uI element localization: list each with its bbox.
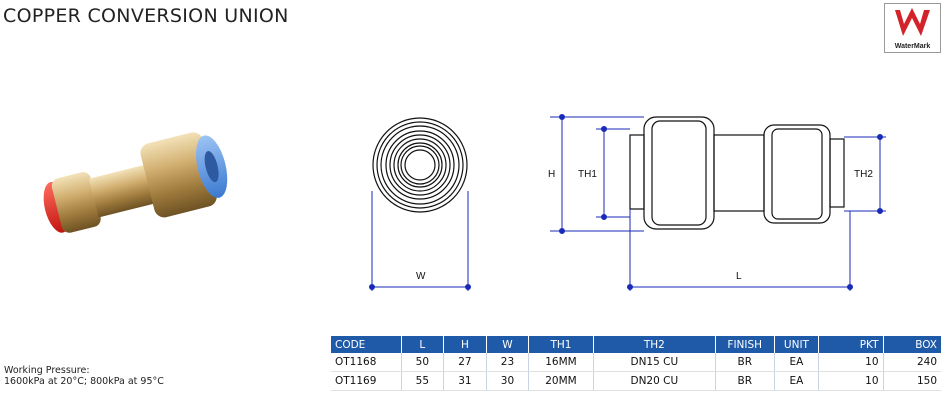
cell-finish: BR: [715, 371, 775, 391]
cell-w: 23: [486, 353, 530, 372]
dim-label-h: H: [548, 169, 555, 180]
watermark-icon: [895, 8, 930, 36]
dim-label-w: W: [416, 271, 426, 282]
dim-label-th1: TH1: [578, 169, 597, 180]
col-unit: UNIT: [774, 336, 820, 353]
dim-label-l: L: [736, 271, 742, 282]
side-view: [629, 116, 845, 230]
col-th1: TH1: [528, 336, 594, 353]
cell-th1: 20MM: [528, 371, 594, 391]
col-h: H: [443, 336, 487, 353]
cell-pkt: 10: [818, 353, 884, 372]
cell-unit: EA: [774, 371, 820, 391]
spec-table: CODE L H W TH1 TH2 FINISH UNIT PKT BOX O…: [331, 336, 941, 391]
cell-box: 240: [883, 353, 941, 372]
cell-l: 55: [401, 371, 445, 391]
cell-th2: DN15 CU: [593, 353, 716, 372]
cell-unit: EA: [774, 353, 820, 372]
cell-code: OT1168: [331, 353, 402, 372]
dimension-lines: [369, 114, 886, 291]
working-pressure: Working Pressure: 1600kPa at 20°C; 800kP…: [4, 365, 164, 387]
col-th2: TH2: [593, 336, 716, 353]
col-box: BOX: [883, 336, 941, 353]
spec-table-header: CODE L H W TH1 TH2 FINISH UNIT PKT BOX: [331, 336, 941, 353]
cell-h: 27: [443, 353, 487, 372]
col-w: W: [486, 336, 530, 353]
cell-l: 50: [401, 353, 445, 372]
table-row: OT1169 55 31 30 20MM DN20 CU BR EA 10 15…: [331, 371, 941, 391]
working-pressure-heading: Working Pressure:: [4, 365, 90, 376]
col-finish: FINISH: [715, 336, 775, 353]
technical-drawing: W H TH1 TH2 L: [369, 114, 886, 291]
page-title: COPPER CONVERSION UNION: [3, 5, 289, 27]
cell-h: 31: [443, 371, 487, 391]
col-code: CODE: [331, 336, 402, 353]
working-pressure-detail: 1600kPa at 20°C; 800kPa at 95°C: [4, 376, 164, 387]
col-pkt: PKT: [818, 336, 884, 353]
cell-code: OT1169: [331, 371, 402, 391]
cell-w: 30: [486, 371, 530, 391]
col-l: L: [401, 336, 445, 353]
watermark-label: WaterMark: [894, 43, 931, 50]
end-view: [372, 117, 468, 213]
watermark-logo: WaterMark: [884, 3, 941, 53]
cell-pkt: 10: [818, 371, 884, 391]
table-row: OT1168 50 27 23 16MM DN15 CU BR EA 10 24…: [331, 353, 941, 372]
cell-th2: DN20 CU: [593, 371, 716, 391]
dim-label-th2: TH2: [854, 169, 873, 180]
cell-finish: BR: [715, 353, 775, 372]
cell-th1: 16MM: [528, 353, 594, 372]
product-photo: [43, 132, 228, 233]
cell-box: 150: [883, 371, 941, 391]
